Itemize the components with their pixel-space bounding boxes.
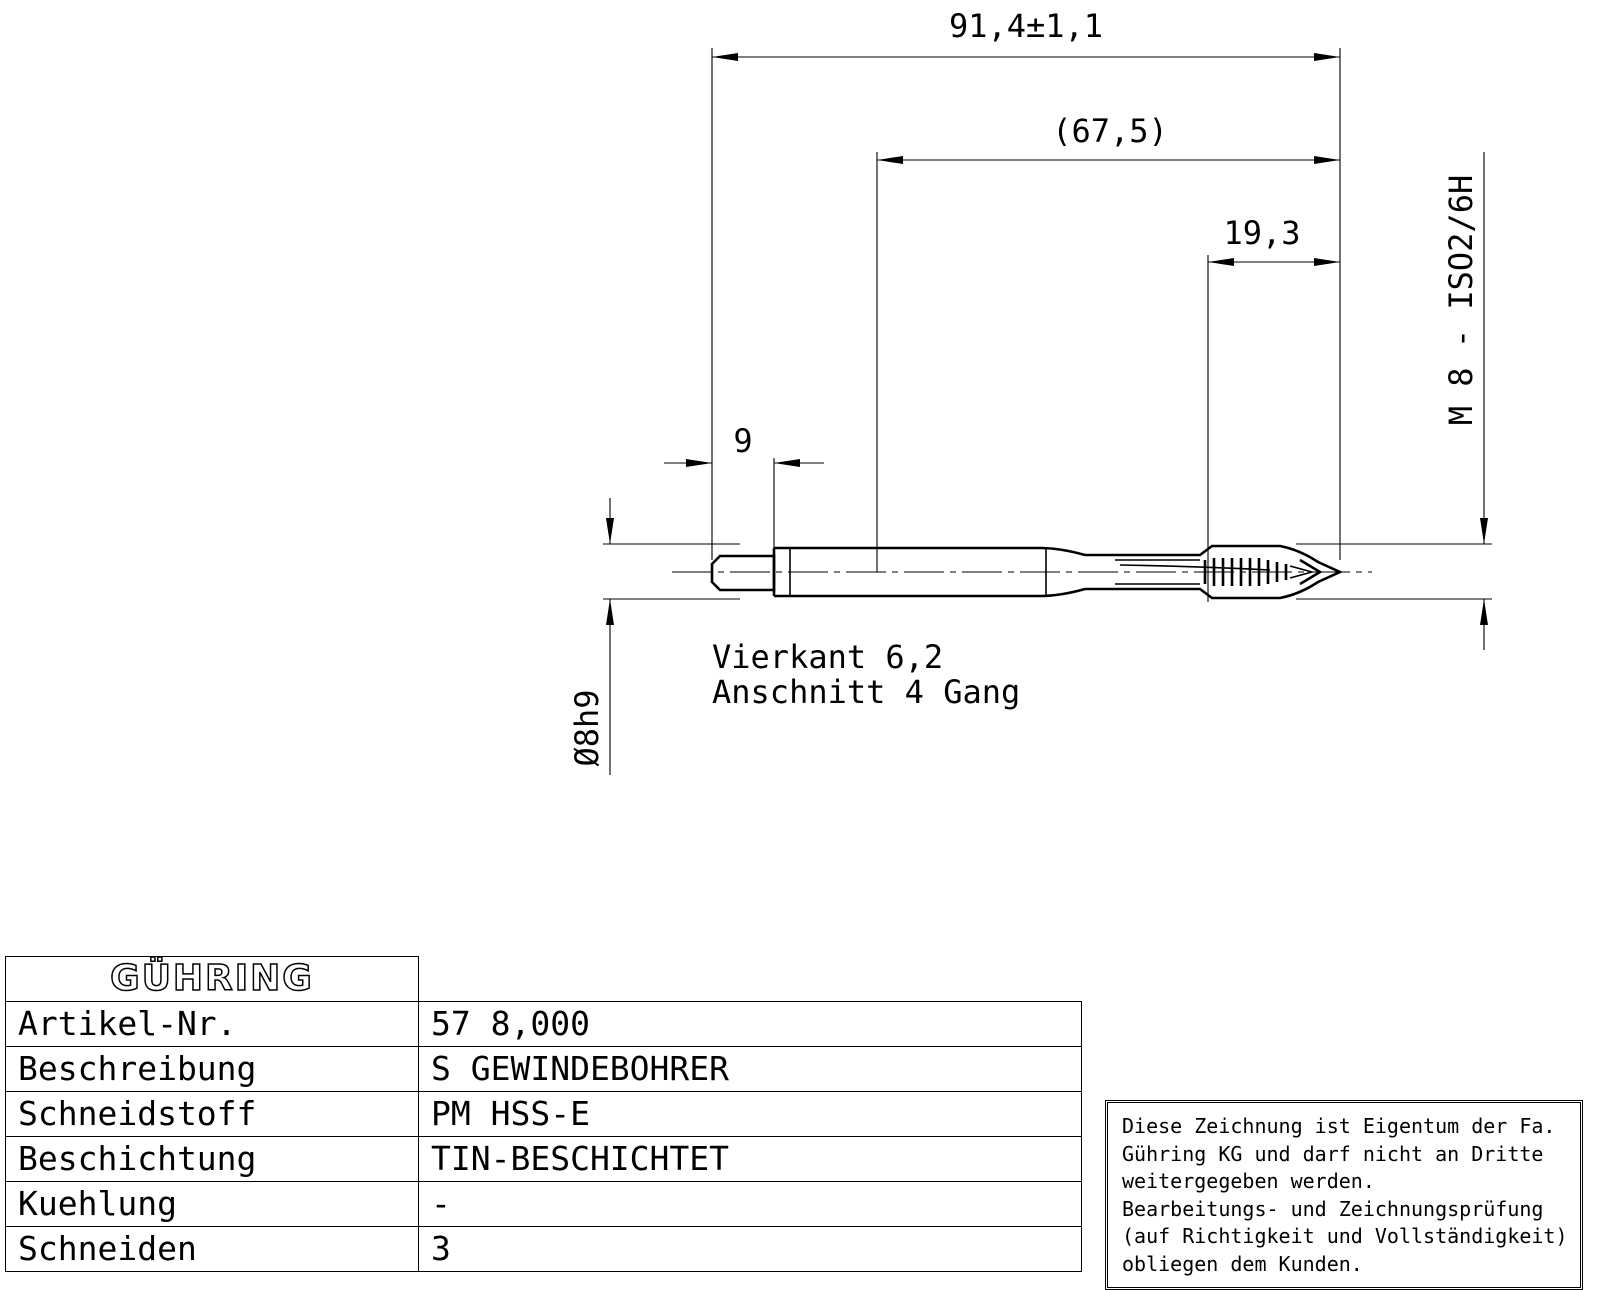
thread-length-dimension: 19,3 bbox=[1207, 214, 1340, 602]
row-value: 3 bbox=[418, 1226, 1082, 1272]
row-value: 57 8,000 bbox=[418, 1001, 1082, 1047]
row-label: Schneiden bbox=[5, 1226, 419, 1272]
table-row: Beschreibung S GEWINDEBOHRER bbox=[5, 1046, 1082, 1092]
square-length-label: 9 bbox=[733, 422, 752, 460]
technical-drawing: 91,4±1,1 (67,5) 19,3 9 Ø8h9 bbox=[568, 7, 1492, 775]
reference-length-dimension: (67,5) bbox=[876, 112, 1340, 572]
table-row: Kuehlung - bbox=[5, 1181, 1082, 1227]
shank-diameter-label: Ø8h9 bbox=[568, 689, 606, 766]
table-row: Schneiden 3 bbox=[5, 1226, 1082, 1272]
table-row: Artikel-Nr. 57 8,000 bbox=[5, 1001, 1082, 1047]
tap-tool-outline bbox=[672, 544, 1372, 600]
shank-diameter-dimension: Ø8h9 bbox=[568, 498, 740, 775]
ownership-disclaimer: Diese Zeichnung ist Eigentum der Fa. Güh… bbox=[1105, 1100, 1583, 1290]
note-chamfer: Anschnitt 4 Gang bbox=[712, 673, 1020, 711]
logo-spacer bbox=[419, 957, 1082, 1002]
row-value: TIN-BESCHICHTET bbox=[418, 1136, 1082, 1182]
row-value: PM HSS-E bbox=[418, 1091, 1082, 1137]
table-row: Beschichtung TIN-BESCHICHTET bbox=[5, 1136, 1082, 1182]
title-block-logo-row: GÜHRING bbox=[5, 956, 1082, 1002]
table-row: Schneidstoff PM HSS-E bbox=[5, 1091, 1082, 1137]
drawing-notes: Vierkant 6,2 Anschnitt 4 Gang bbox=[712, 638, 1020, 711]
reference-length-label: (67,5) bbox=[1052, 112, 1168, 150]
row-label: Schneidstoff bbox=[5, 1091, 419, 1137]
logo-cell: GÜHRING bbox=[5, 956, 419, 1002]
thread-lines bbox=[1203, 558, 1288, 586]
title-block: GÜHRING Artikel-Nr. 57 8,000 Beschreibun… bbox=[5, 956, 1082, 1272]
row-label: Kuehlung bbox=[5, 1181, 419, 1227]
row-value: S GEWINDEBOHRER bbox=[418, 1046, 1082, 1092]
square-length-dimension: 9 bbox=[664, 422, 824, 575]
thread-spec-dimension: M 8 - ISO2/6H bbox=[1296, 152, 1492, 650]
row-label: Beschreibung bbox=[5, 1046, 419, 1092]
thread-length-label: 19,3 bbox=[1223, 214, 1300, 252]
overall-length-label: 91,4±1,1 bbox=[949, 7, 1103, 45]
row-label: Beschichtung bbox=[5, 1136, 419, 1182]
row-value: - bbox=[418, 1181, 1082, 1227]
thread-spec-label: M 8 - ISO2/6H bbox=[1442, 175, 1480, 425]
overall-length-dimension: 91,4±1,1 bbox=[711, 7, 1341, 560]
note-square: Vierkant 6,2 bbox=[712, 638, 943, 676]
row-label: Artikel-Nr. bbox=[5, 1001, 419, 1047]
guehring-logo: GÜHRING bbox=[109, 957, 314, 1000]
